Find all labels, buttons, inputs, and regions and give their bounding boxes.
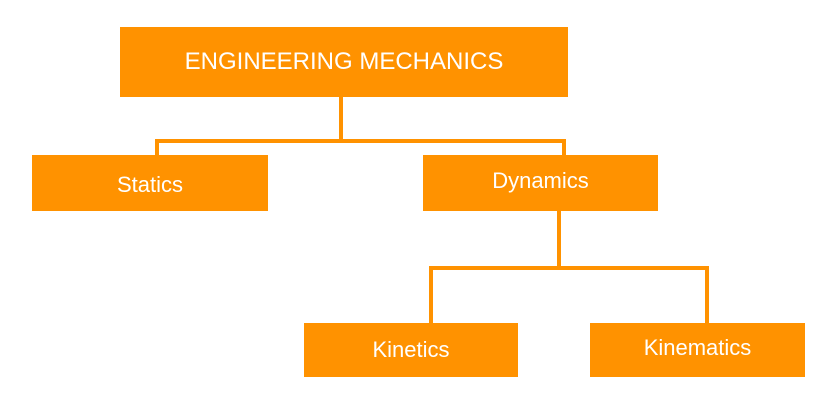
connector-to-dynamics bbox=[562, 139, 566, 156]
node-label: Kinetics bbox=[372, 337, 450, 362]
node-statics: Statics bbox=[32, 155, 268, 211]
node-label: Statics bbox=[116, 172, 184, 197]
node-dynamics: Dynamics bbox=[423, 155, 658, 211]
node-label: ENGINEERING MECHANICS bbox=[184, 48, 504, 75]
connector-to-statics bbox=[155, 139, 159, 156]
connector-level1-horizontal bbox=[155, 139, 566, 143]
node-label: Dynamics bbox=[492, 168, 589, 193]
node-kinematics: Kinematics bbox=[590, 323, 805, 377]
connector-root-down bbox=[339, 97, 343, 143]
connector-to-kinematics bbox=[705, 266, 709, 324]
node-label: Kinematics bbox=[643, 335, 752, 360]
connector-to-kinetics bbox=[429, 266, 433, 324]
node-kinetics: Kinetics bbox=[304, 323, 518, 377]
connector-dynamics-down bbox=[557, 211, 561, 270]
connector-level2-horizontal bbox=[429, 266, 709, 270]
node-engineering-mechanics: ENGINEERING MECHANICS bbox=[120, 27, 568, 97]
